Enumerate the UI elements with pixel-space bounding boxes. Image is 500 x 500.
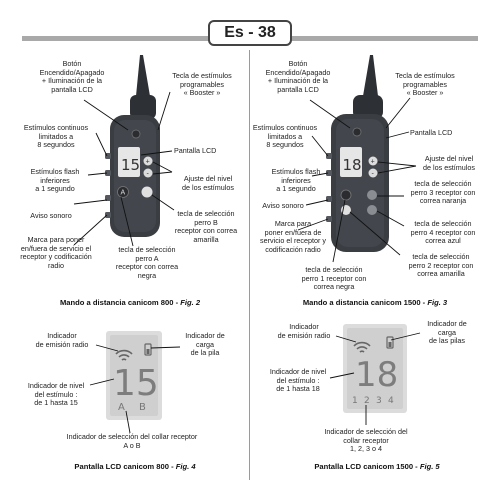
label-sound-warning: Aviso sonoro (30, 211, 72, 220)
up-button (143, 156, 153, 166)
button-3 (367, 190, 377, 200)
remote-body (331, 114, 389, 252)
button-b (141, 186, 153, 198)
svg-text:-: - (372, 171, 375, 178)
caption-fig4: Pantalla LCD canicom 800 - Fig. 4 (74, 462, 196, 471)
up-button (368, 156, 378, 166)
antenna (363, 55, 378, 96)
button-1 (340, 189, 352, 201)
receiver-3: 3 (376, 396, 382, 406)
svg-text:15: 15 (121, 156, 140, 174)
caption-fig3: Mando a distancia canicom 1500 - Fig. 3 (302, 298, 448, 307)
svg-text:+: + (146, 159, 150, 166)
fig5-leader-lines (329, 332, 421, 425)
down-button (143, 168, 153, 178)
column-divider (249, 50, 250, 480)
antenna (136, 55, 150, 96)
battery-icon (386, 336, 394, 349)
button-2 (341, 205, 351, 215)
power-button (131, 129, 141, 139)
svg-text:+: + (371, 159, 375, 166)
radio-signal-icon (115, 349, 133, 361)
button-a-label: A (121, 190, 126, 197)
svg-text:18: 18 (343, 156, 362, 174)
caption-fig2: Mando a distancia canicom 800 - Fig. 2 (59, 298, 201, 307)
down-button (368, 168, 378, 178)
lcd-canicom-1500: 18 1 2 3 4 (343, 324, 407, 413)
caption-fig5: Pantalla LCD canicom 1500 - Fig. 5 (314, 462, 440, 471)
level-digits: 15 (113, 363, 159, 404)
page-label: Es - 38 (208, 20, 292, 46)
receiver-b: B (139, 402, 146, 413)
receiver-1: 1 (352, 396, 358, 406)
battery-icon (144, 343, 152, 356)
label-lcd: Pantalla LCD (410, 128, 453, 137)
lcd-screen (340, 147, 362, 177)
lcd-canicom-800: 15 A B (106, 331, 162, 420)
radio-signal-icon (353, 341, 371, 353)
receiver-a: A (118, 402, 125, 413)
receiver-4: 4 (388, 396, 394, 406)
label-collar-indicator: Indicador de selección del collar recept… (66, 432, 198, 450)
lcd-screen (118, 147, 140, 177)
button-4 (367, 205, 377, 215)
label-lcd: Pantalla LCD (174, 146, 217, 155)
svg-text:-: - (147, 171, 150, 178)
label-sound-warning: Aviso sonoro (262, 201, 304, 210)
fig4-leader-lines (89, 344, 181, 434)
power-button (352, 127, 362, 137)
remote-body (110, 115, 160, 237)
receiver-2: 2 (364, 396, 370, 406)
button-a (117, 186, 129, 198)
level-digits: 18 (355, 355, 398, 395)
